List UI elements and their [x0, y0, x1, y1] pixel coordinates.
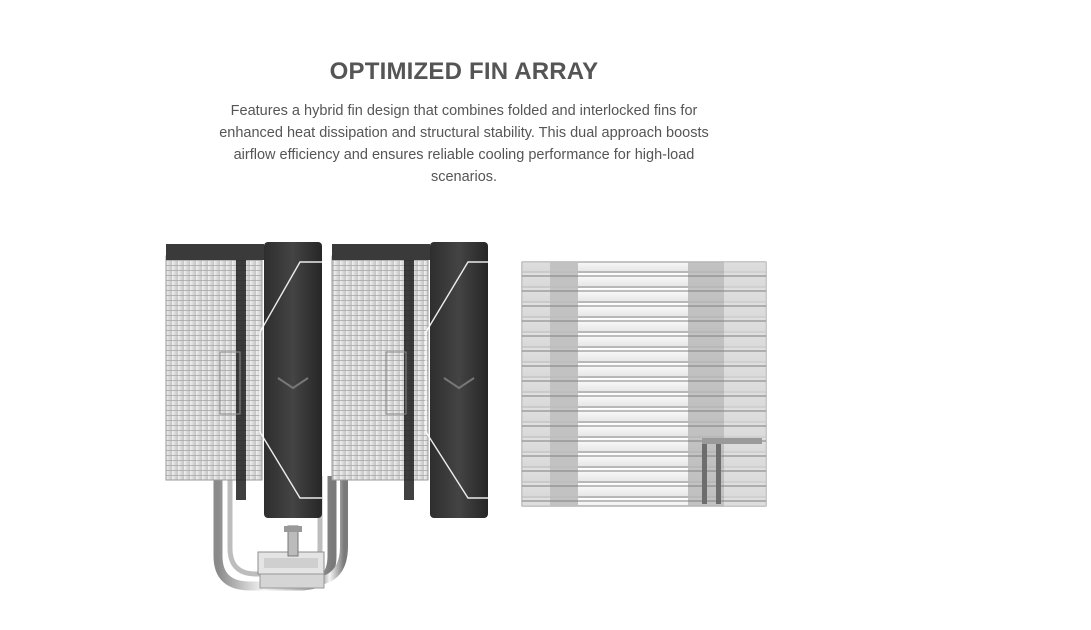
section-description: Features a hybrid fin design that combin… — [219, 103, 709, 185]
fin-array-closeup — [521, 261, 767, 507]
cpu-cooler-illustration — [165, 242, 490, 591]
section-title: OPTIMIZED FIN ARRAY — [329, 58, 599, 85]
